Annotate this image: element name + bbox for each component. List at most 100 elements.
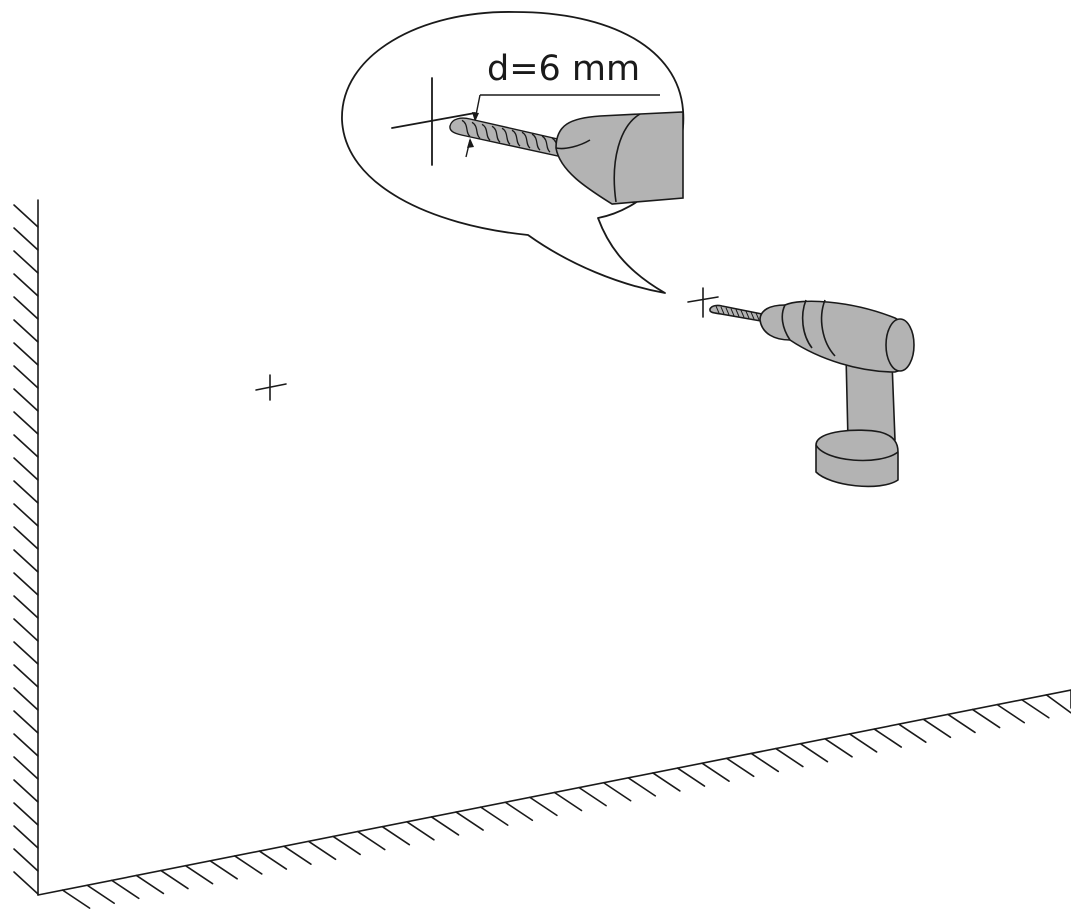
floor-hatch-stroke: [209, 860, 238, 880]
wall-hatch-stroke: [13, 756, 39, 780]
floor-hatch-stroke: [258, 850, 288, 870]
wall-hatch-stroke: [13, 710, 39, 734]
floor-hatch-stroke: [307, 840, 337, 861]
wall-hatch-stroke: [13, 595, 39, 619]
floor-hatch-stroke: [676, 767, 706, 787]
wall-hatch-stroke: [13, 779, 39, 803]
floor-hatch-stroke: [848, 733, 878, 753]
bit-flute: [481, 123, 491, 141]
wall-hatch-stroke: [13, 204, 39, 228]
floor-hatch-stroke: [553, 791, 583, 812]
floor-hatch-stroke: [775, 747, 804, 768]
drill-bit-flute: [740, 310, 745, 318]
battery-base: [815, 429, 899, 488]
magnified-drill-chuck: [555, 111, 684, 205]
wall-hatch-stroke: [13, 871, 39, 895]
wall-hatch-stroke: [13, 733, 39, 757]
floor-hatch-stroke: [996, 703, 1026, 724]
wall-hatch-stroke: [13, 572, 39, 596]
floor-hatch-stroke: [406, 820, 435, 841]
floor-hatch-stroke: [135, 874, 165, 895]
bit-flute: [461, 119, 471, 137]
callout-outline: [341, 11, 685, 294]
wall-hatch-stroke: [13, 342, 39, 366]
floor-hatch-stroke: [455, 811, 484, 831]
drill-bit-diameter-label: d=6 mm: [487, 49, 640, 89]
floor-hatch-stroke: [184, 864, 214, 885]
floor-hatch-stroke: [898, 723, 927, 743]
floor-hatch-stroke: [529, 796, 558, 817]
wall-hatch-stroke: [13, 388, 39, 412]
drill-bit-flute: [745, 311, 750, 319]
floor-hatch-stroke: [602, 781, 632, 802]
wall-hatch-stroke: [13, 365, 39, 389]
bit-flute: [501, 127, 511, 145]
wall-hatch-stroke: [13, 411, 39, 435]
drill-bit-flute: [715, 305, 720, 314]
floor-hatch-stroke: [578, 786, 607, 807]
floor-hatch-stroke: [86, 884, 115, 905]
floor-hatching: [61, 689, 1071, 909]
cordless-drill: [709, 299, 915, 488]
wall-hatch-stroke: [13, 457, 39, 481]
floor-hatch-stroke: [1021, 698, 1050, 719]
wall-hatch-stroke: [13, 319, 39, 343]
floor-hatch-stroke: [381, 825, 411, 846]
drill-bit-flute: [730, 308, 735, 316]
drill-bit-flute: [755, 312, 760, 321]
wall-hatch-stroke: [13, 227, 39, 251]
wall-hatch-stroke: [13, 503, 39, 527]
floor-hatch-stroke: [627, 777, 657, 797]
floor-hatch-stroke: [504, 801, 534, 822]
wall-hatch-stroke: [13, 618, 39, 642]
wall-hatch-stroke: [13, 296, 39, 320]
floor-hatch-stroke: [61, 889, 91, 909]
wall-hatch-stroke: [13, 273, 39, 297]
wall-hatch-stroke: [13, 664, 39, 688]
bit-flute: [491, 125, 501, 143]
wall-hatch-stroke: [13, 848, 39, 872]
bit-flute: [511, 129, 521, 147]
wall-and-floor: [13, 199, 1071, 909]
drill-body: [781, 300, 913, 373]
drill-bit-flute: [725, 307, 730, 315]
floor-hatch-stroke: [160, 869, 189, 890]
wall-hatch-stroke: [13, 526, 39, 550]
bit-flute: [541, 135, 551, 153]
wall-hatch-stroke: [13, 250, 39, 274]
right-drill-mark: [687, 287, 719, 318]
floor-hatch-stroke: [652, 772, 681, 792]
floor-hatch-stroke: [922, 718, 952, 739]
dimension-arrows: [467, 112, 479, 148]
wall-hatching: [13, 204, 39, 895]
floor-hatch-stroke: [1045, 694, 1071, 714]
bit-flute: [531, 133, 541, 151]
floor-hatch-stroke: [332, 835, 361, 856]
floor-hatch-stroke: [725, 757, 755, 778]
wall-hatch-stroke: [13, 802, 39, 826]
wall-hatch-stroke: [13, 687, 39, 711]
floor-hatch-stroke: [824, 738, 853, 758]
drill-bit-flute: [735, 309, 740, 317]
bit-flute: [471, 121, 481, 139]
wall-hatch-stroke: [13, 480, 39, 504]
callout-bubble: d=6 mm: [341, 11, 685, 294]
wall-hatch-stroke: [13, 641, 39, 665]
floor-hatch-stroke: [971, 708, 1001, 729]
floor-hatch-stroke: [110, 879, 140, 900]
drill-bit-flute: [720, 306, 725, 315]
floor-hatch-stroke: [356, 830, 386, 851]
wall-hatch-stroke: [13, 434, 39, 458]
bit-flute: [521, 131, 531, 149]
floor-hatch-stroke: [799, 742, 829, 763]
floor-hatch-stroke: [750, 752, 780, 773]
floor-hatch-stroke: [233, 855, 263, 875]
drill-bit-flute: [750, 311, 755, 320]
left-drill-mark: [255, 374, 287, 401]
floor-hatch-stroke: [947, 713, 976, 734]
floor-hatch-stroke: [430, 816, 460, 836]
wall-hatch-stroke: [13, 549, 39, 573]
drill-rear-cap: [885, 318, 915, 372]
floor-hatch-stroke: [873, 728, 903, 748]
